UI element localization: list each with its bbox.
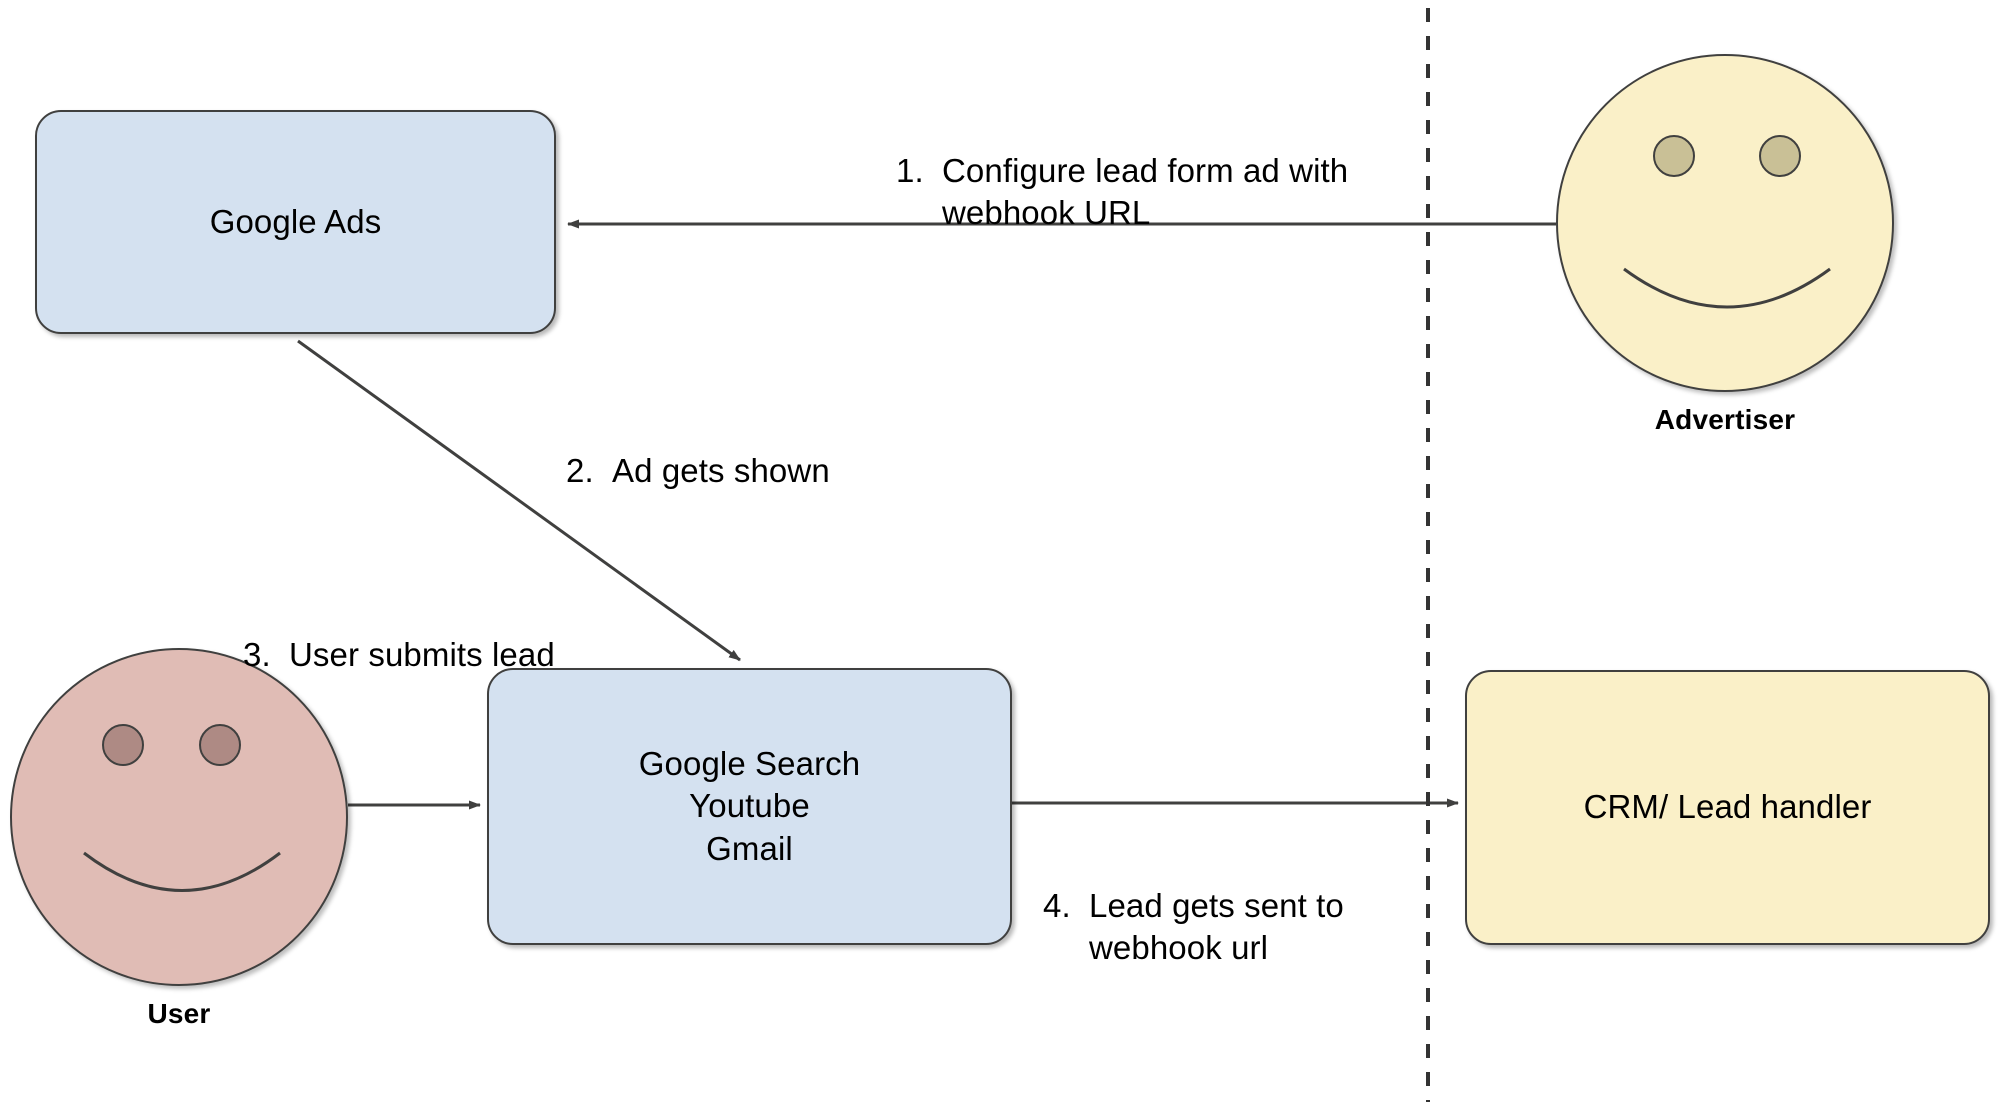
node-google-ads[interactable]: Google Ads (35, 110, 556, 334)
edge-label-step-2-number: 2. (566, 452, 594, 490)
advertiser-smile-icon (1623, 267, 1831, 309)
edge-label-step-4: 4. Lead gets sent to webhook url (1043, 843, 1344, 970)
node-advertiser-label: Advertiser (1654, 404, 1796, 435)
edge-label-step-2-text: Ad gets shown (612, 452, 830, 490)
advertiser-right-eye-icon (1759, 135, 1801, 177)
node-advertiser[interactable]: Advertiser (1556, 54, 1894, 444)
node-google-surfaces-label: Google Search Youtube Gmail (638, 745, 861, 867)
edge-label-step-1: 1. Configure lead form ad with webhook UR… (896, 108, 1348, 235)
edge-label-step-3-number: 3. (243, 636, 271, 674)
advertiser-face-icon (1556, 54, 1894, 392)
node-google-surfaces[interactable]: Google Search Youtube Gmail (487, 668, 1012, 945)
edge-label-step-1-number: 1. (896, 152, 924, 190)
node-user[interactable]: User (10, 648, 348, 1038)
edge-label-step-4-text: Lead gets sent to webhook url (1089, 887, 1344, 967)
node-crm-label: CRM/ Lead handler (1583, 788, 1872, 826)
user-right-eye-icon (199, 724, 241, 766)
node-google-ads-label: Google Ads (209, 202, 382, 240)
edge-label-step-3-text: User submits lead (289, 636, 555, 674)
edge-label-step-4-number: 4. (1043, 887, 1071, 925)
user-smile-icon (83, 851, 281, 892)
edge-label-step-1-text: Configure lead form ad with webhook URL (942, 152, 1349, 232)
node-user-label: User (147, 998, 211, 1029)
edge-label-step-3: 3. User submits lead (243, 592, 555, 676)
edge-label-step-2: 2. Ad gets shown (566, 408, 830, 492)
user-left-eye-icon (102, 724, 144, 766)
node-crm[interactable]: CRM/ Lead handler (1465, 670, 1990, 945)
user-face-icon (10, 648, 348, 986)
advertiser-left-eye-icon (1653, 135, 1695, 177)
